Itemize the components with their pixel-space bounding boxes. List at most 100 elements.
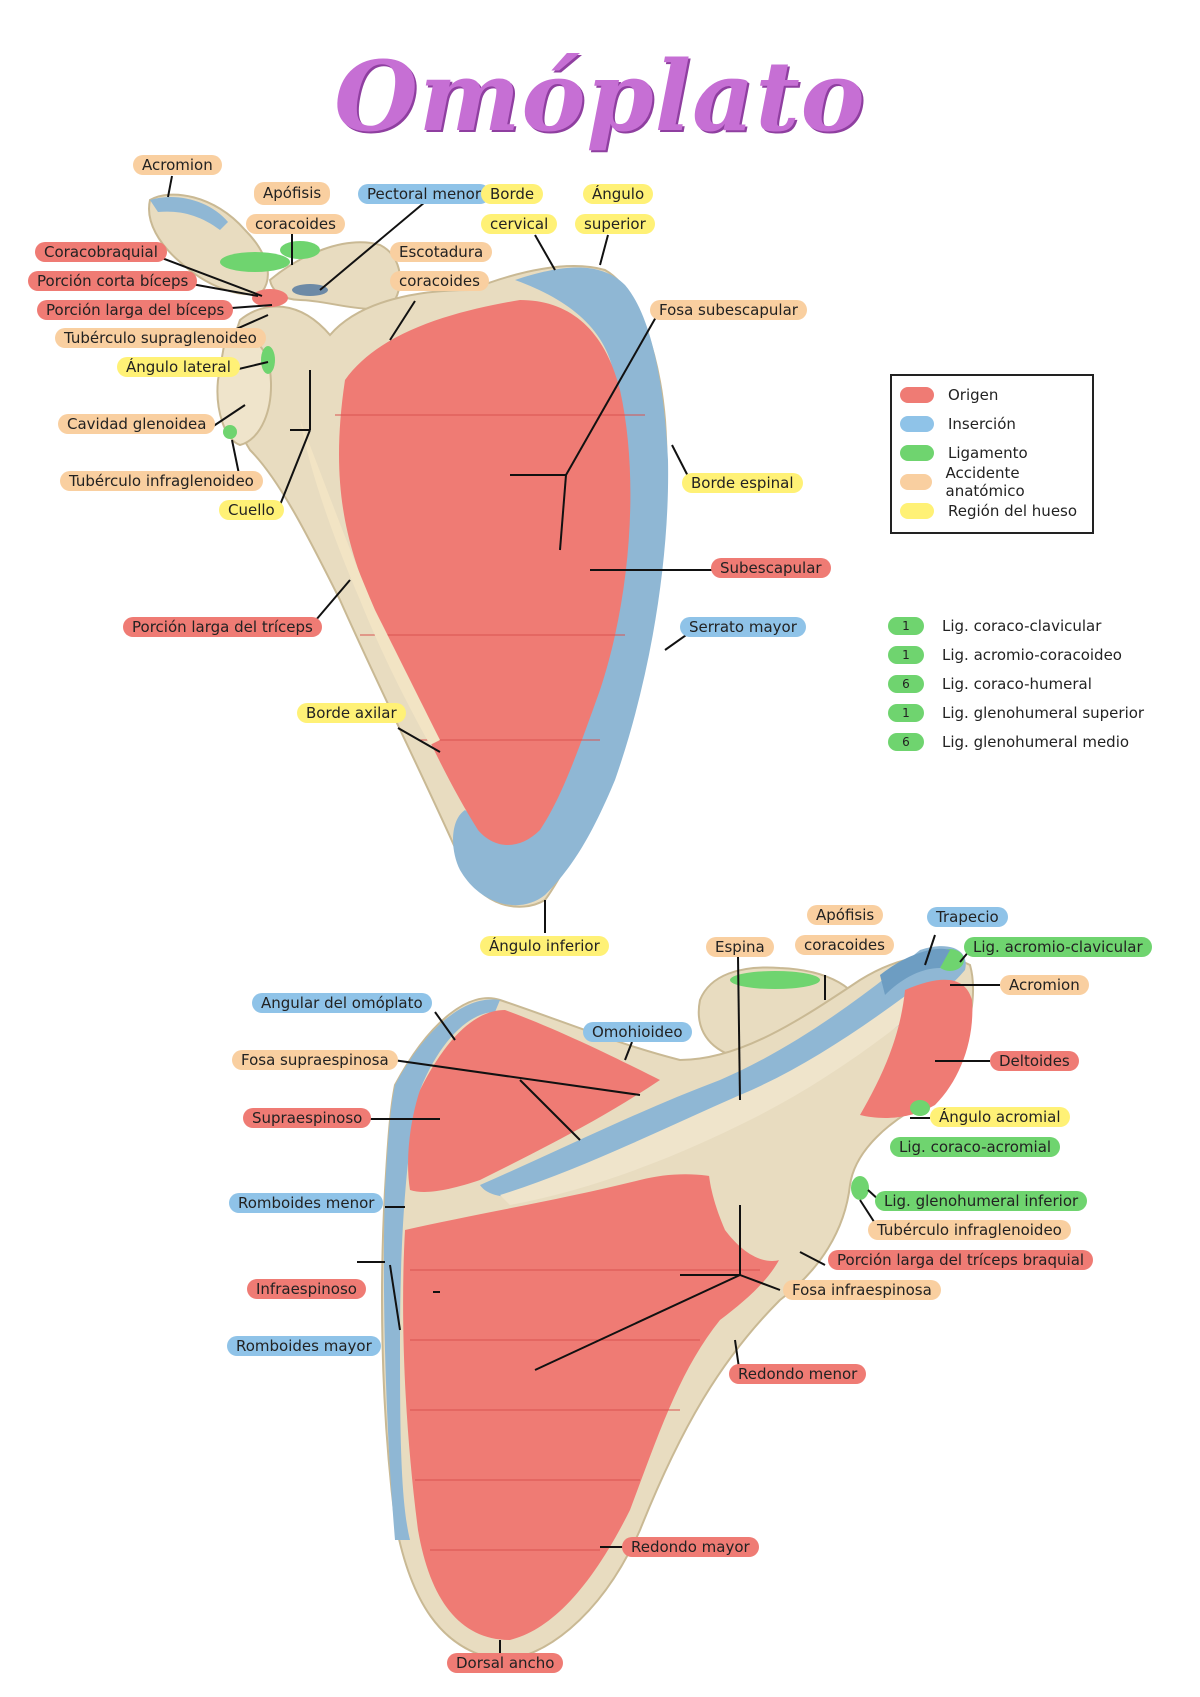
label-angulo-superior-2: superior bbox=[575, 214, 655, 234]
label-supraespinoso: Supraespinoso bbox=[243, 1108, 372, 1128]
label-apofisis-2-posterior: coracoides bbox=[795, 935, 894, 955]
label-lig-acromio-clavicular: Lig. acromio-clavicular bbox=[964, 937, 1152, 957]
label-apofisis-coracoides-anterior: Apófisis bbox=[254, 182, 331, 205]
label-angular-omoplato: Angular del omóplato bbox=[252, 993, 432, 1013]
color-legend: Origen Inserción Ligamento Accidente ana… bbox=[890, 374, 1094, 534]
label-infraespinoso: Infraespinoso bbox=[247, 1279, 366, 1299]
label-porcion-larga-biceps: Porción larga del bíceps bbox=[37, 300, 234, 320]
spine-band bbox=[480, 946, 966, 1197]
legend-swatch bbox=[900, 445, 934, 461]
subescapular-origin-area bbox=[339, 300, 631, 845]
ligament-item: 6 Lig. coraco-humeral bbox=[888, 673, 1092, 695]
ligament-count: 1 bbox=[888, 617, 924, 635]
label-borde-axilar: Borde axilar bbox=[297, 703, 406, 723]
label-apofisis-line2: coracoides bbox=[246, 214, 345, 234]
biceps-origin-mark bbox=[252, 289, 288, 307]
label-cavidad-glenoidea: Cavidad glenoidea bbox=[58, 414, 216, 434]
label-porcion-corta-biceps: Porción corta bíceps bbox=[28, 271, 198, 291]
ligament-item: 6 Lig. glenohumeral medio bbox=[888, 731, 1129, 753]
ligament-count: 1 bbox=[888, 646, 924, 664]
glenoid-ligament-mark-2 bbox=[223, 425, 237, 439]
label-coracobraquial: Coracobraquial bbox=[35, 242, 167, 262]
label-escotadura-1: Escotadura bbox=[390, 242, 493, 262]
glenoid-ligament-mark bbox=[261, 346, 275, 374]
label-acromion-posterior: Acromion bbox=[1000, 975, 1089, 995]
ligament-label: Lig. acromio-coracoideo bbox=[942, 646, 1122, 664]
legend-item-region: Región del hueso bbox=[900, 500, 1077, 522]
legend-swatch bbox=[900, 474, 932, 490]
legend-label: Región del hueso bbox=[948, 502, 1078, 520]
ligament-label: Lig. coraco-clavicular bbox=[942, 617, 1102, 635]
legend-item-ligamento: Ligamento bbox=[900, 442, 1028, 464]
infraespinoso-origin-area bbox=[403, 1174, 790, 1640]
coracoid-ligament-mark-post bbox=[730, 971, 820, 989]
label-porcion-larga-triceps: Porción larga del tríceps bbox=[123, 617, 322, 637]
label-fosa-subescapular: Fosa subescapular bbox=[650, 300, 807, 320]
label-deltoides: Deltoides bbox=[990, 1051, 1079, 1071]
coracoid-ligament-mark-2 bbox=[280, 241, 320, 259]
legend-swatch bbox=[900, 416, 934, 432]
legend-item-insercion: Inserción bbox=[900, 413, 1016, 435]
legend-label: Inserción bbox=[948, 415, 1016, 433]
label-fosa-infraespinosa: Fosa infraespinosa bbox=[783, 1280, 941, 1300]
label-tuberculo-supraglenoideo: Tubérculo supraglenoideo bbox=[55, 328, 266, 348]
label-angulo-acromial: Ángulo acromial bbox=[930, 1107, 1070, 1127]
vertebral-border-insertion bbox=[383, 999, 500, 1540]
ligament-count: 1 bbox=[888, 704, 924, 722]
label-porcion-larga-triceps-braquial: Porción larga del tríceps braquial bbox=[828, 1250, 1094, 1270]
anterior-scapula bbox=[145, 175, 720, 933]
label-redondo-mayor: Redondo mayor bbox=[622, 1537, 759, 1557]
label-subescapular: Subescapular bbox=[711, 558, 831, 578]
label-pectoral-menor: Pectoral menor bbox=[358, 184, 491, 204]
legend-label: Ligamento bbox=[948, 444, 1028, 462]
label-borde-cervical-2: cervical bbox=[481, 214, 558, 234]
label-angulo-superior-1: Ángulo bbox=[583, 184, 654, 204]
legend-swatch bbox=[900, 387, 934, 403]
label-borde-espinal: Borde espinal bbox=[682, 473, 803, 493]
coraco-acromial-mark bbox=[910, 1100, 930, 1116]
ligament-label: Lig. glenohumeral medio bbox=[942, 733, 1130, 751]
spine-bone bbox=[500, 985, 930, 1205]
legend-item-accidente: Accidente anatómico bbox=[900, 464, 1092, 500]
page-title: Omóplato bbox=[334, 40, 866, 153]
label-angulo-lateral: Ángulo lateral bbox=[117, 357, 240, 377]
ligament-count: 6 bbox=[888, 733, 924, 751]
label-omohioideo: Omohioideo bbox=[583, 1022, 692, 1042]
label-tuberculo-infraglenoideo-posterior: Tubérculo infraglenoideo bbox=[868, 1220, 1071, 1240]
legend-item-origen: Origen bbox=[900, 384, 998, 406]
legend-label: Origen bbox=[948, 386, 999, 404]
pectoral-insertion-mark bbox=[292, 284, 328, 296]
ligament-item: 1 Lig. coraco-clavicular bbox=[888, 615, 1101, 637]
glenohumeral-inferior-mark bbox=[851, 1176, 869, 1200]
label-redondo-menor: Redondo menor bbox=[729, 1364, 867, 1384]
coracoid-ligament-mark bbox=[220, 252, 290, 272]
label-trapecio: Trapecio bbox=[927, 907, 1008, 927]
acromion-insertion-rim bbox=[150, 196, 228, 230]
trapecio-insertion-area bbox=[880, 948, 950, 995]
label-angulo-inferior: Ángulo inferior bbox=[480, 936, 609, 956]
neck-bone-patch bbox=[708, 1137, 807, 1261]
ligament-count: 6 bbox=[888, 675, 924, 693]
serrato-insertion-area bbox=[453, 267, 669, 906]
label-lig-glenohumeral-inferior: Lig. glenohumeral inferior bbox=[875, 1191, 1088, 1211]
label-escotadura-2: coracoides bbox=[390, 271, 489, 291]
label-serrato-mayor: Serrato mayor bbox=[680, 617, 806, 637]
label-acromion-anterior: Acromion bbox=[133, 155, 222, 175]
label-apofisis-line1: Apófisis bbox=[263, 184, 322, 202]
ligament-item: 1 Lig. glenohumeral superior bbox=[888, 702, 1144, 724]
label-romboides-menor: Romboides menor bbox=[229, 1193, 384, 1213]
label-fosa-supraespinosa: Fosa supraespinosa bbox=[232, 1050, 398, 1070]
ligament-label: Lig. coraco-humeral bbox=[942, 675, 1092, 693]
label-borde-cervical-1: Borde bbox=[481, 184, 544, 204]
label-espina: Espina bbox=[706, 937, 774, 957]
label-tuberculo-infraglenoideo: Tubérculo infraglenoideo bbox=[60, 471, 263, 491]
label-romboides-mayor: Romboides mayor bbox=[227, 1336, 381, 1356]
legend-label: Accidente anatómico bbox=[945, 464, 1025, 500]
label-dorsal-ancho: Dorsal ancho bbox=[447, 1653, 564, 1673]
legend-swatch bbox=[900, 503, 934, 519]
posterior-scapula bbox=[357, 934, 1000, 1663]
deltoides-origin-area bbox=[860, 979, 973, 1118]
label-cuello: Cuello bbox=[219, 500, 284, 520]
label-lig-coraco-acromial: Lig. coraco-acromial bbox=[890, 1137, 1061, 1157]
